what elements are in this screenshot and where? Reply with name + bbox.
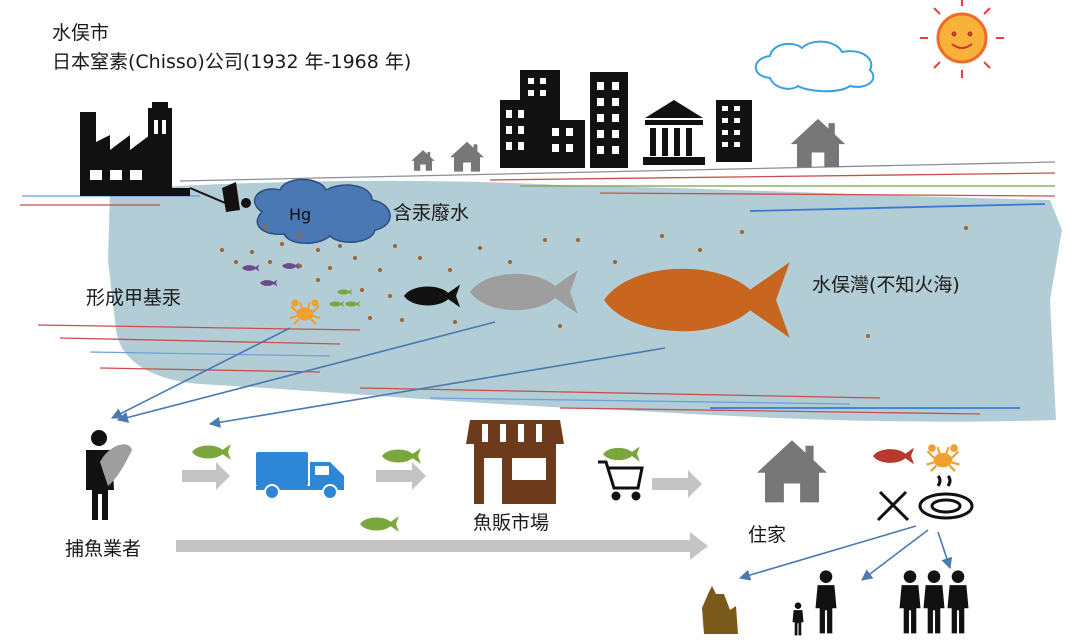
government-building-icon — [643, 100, 705, 165]
house-icon — [411, 118, 846, 172]
flow-arrows — [176, 462, 708, 560]
mercury-waste-label: 含汞廢水 — [393, 202, 470, 224]
cloud-icon — [754, 40, 875, 93]
shopping-cart-icon — [598, 460, 644, 501]
tower-building-icon — [716, 100, 752, 162]
fork-knife-icon — [876, 490, 910, 522]
households-label: 住家 — [748, 524, 787, 546]
methylmercury-label: 形成甲基汞 — [86, 287, 182, 309]
family-icon — [899, 570, 969, 634]
red-fish-icon — [873, 447, 915, 465]
fishers-label: 捕魚業者 — [65, 538, 142, 560]
city-buildings — [500, 70, 752, 168]
delivery-truck-icon — [256, 452, 344, 500]
noodle-bowl-icon — [918, 474, 974, 520]
cat-icon — [702, 586, 738, 634]
shore-lines — [20, 161, 1056, 415]
sun-icon — [920, 0, 1004, 78]
bay-label: 水俣灣(不知火海) — [812, 274, 960, 296]
fisherman-icon — [86, 430, 132, 520]
building-icon — [500, 70, 628, 168]
shop-icon — [466, 420, 564, 504]
crab-icon — [925, 443, 961, 473]
factory-icon — [80, 102, 251, 212]
mother-child-icon — [792, 570, 837, 636]
city-label: 水俣市 — [52, 22, 110, 44]
house-icon — [756, 440, 828, 503]
catch-arrows — [111, 321, 666, 428]
company-label: 日本窒素(Chisso)公司(1932 年-1968 年) — [52, 51, 412, 73]
mercury-particles — [220, 226, 968, 338]
consumption-arrows — [738, 525, 953, 581]
mercury-cloud: Hg — [254, 178, 391, 244]
mercury-symbol: Hg — [289, 205, 311, 224]
fish-market-label: 魚販市場 — [473, 512, 550, 534]
